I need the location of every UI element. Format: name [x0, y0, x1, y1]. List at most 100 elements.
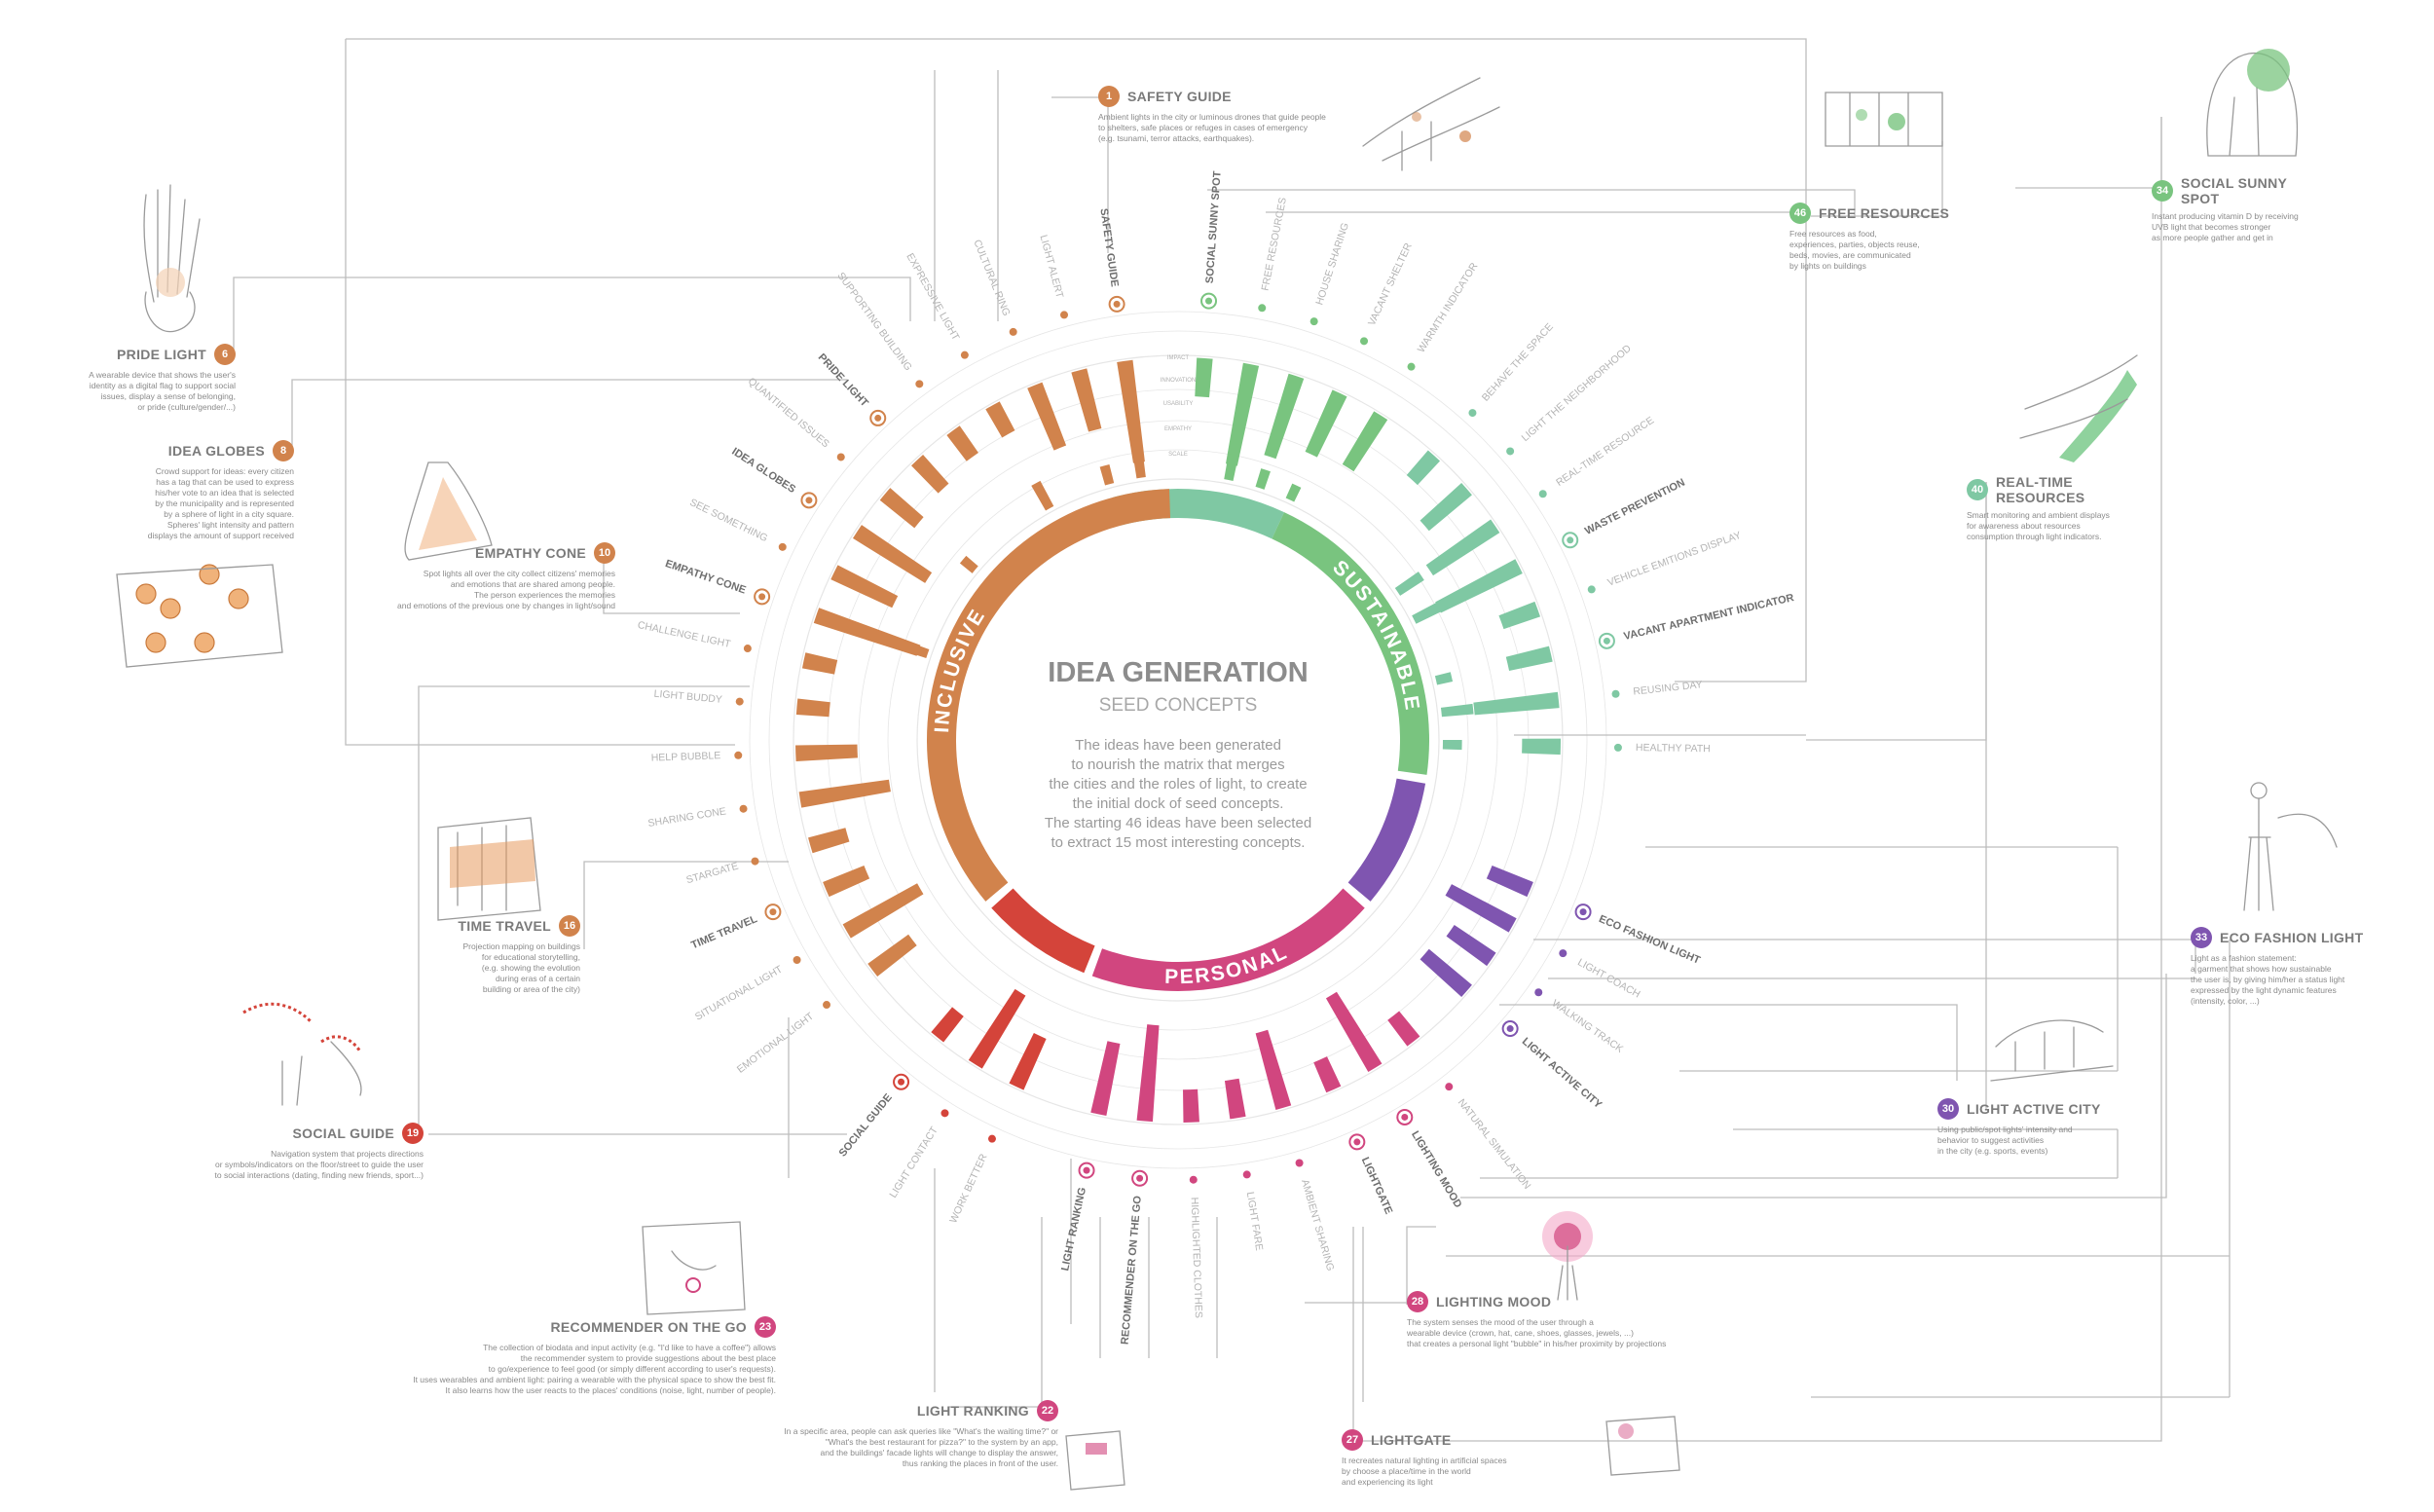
- callout-description-line: or symbols/indicators on the floor/stree…: [214, 1160, 424, 1169]
- lightgate-illustration: [1605, 1416, 1680, 1476]
- score-bar: [1446, 924, 1496, 967]
- social-sunny-spot-dome-illustration: [2206, 52, 2299, 157]
- callout-description-line: Projection mapping on buildings: [462, 941, 581, 951]
- idea-label: LIGHT ALERT: [1037, 234, 1065, 300]
- idea-label: BEHAVE THE SPACE: [1480, 321, 1556, 404]
- idea-label: HELP BUBBLE: [651, 750, 721, 763]
- idea-marker: [987, 1134, 996, 1143]
- idea-marker: [823, 1001, 831, 1010]
- score-bar: [1099, 464, 1115, 486]
- idea-marker-core: [1113, 300, 1121, 308]
- score-bar: [1305, 389, 1347, 458]
- score-bar: [1117, 359, 1145, 463]
- leader-line: [583, 861, 789, 949]
- leader-line: [345, 39, 735, 746]
- score-bar: [1224, 454, 1238, 481]
- guide-ring: [749, 311, 1607, 1169]
- leader-line: [1352, 117, 2162, 1442]
- callout-number-badge: 23: [755, 1316, 776, 1338]
- score-bar: [1425, 519, 1500, 576]
- callout-number-badge: 19: [402, 1123, 424, 1144]
- score-bar: [813, 608, 921, 656]
- leader-lines: [233, 38, 2231, 1442]
- callout-number-badge: 28: [1407, 1291, 1428, 1312]
- idea-label: VEHICLE EMITIONS DISPLAY: [1606, 530, 1743, 589]
- idea-label: AMBIENT SHARING: [1299, 1178, 1336, 1272]
- idea-globe-illustration: [228, 588, 249, 609]
- callout-number-badge: 46: [1789, 203, 1811, 224]
- callout-number-badge: 6: [214, 344, 236, 365]
- callout-description-line: (intensity, color, ...): [2191, 996, 2260, 1006]
- callout-title: PRIDE LIGHT: [117, 347, 206, 362]
- callout-description: The collection of biodata and input acti…: [328, 1343, 776, 1396]
- leader-line: [1499, 1004, 1958, 1081]
- callout-number-badge: 30: [1937, 1098, 1959, 1120]
- score-bar: [1486, 866, 1533, 898]
- idea-label: VACANT SHELTER: [1366, 240, 1415, 327]
- idea-marker: [1506, 447, 1515, 456]
- idea-marker: [1538, 490, 1547, 498]
- ring-criteria-label: INNOVATION: [1161, 378, 1196, 384]
- idea-marker: [1611, 689, 1620, 698]
- leader-line: [2015, 117, 2162, 189]
- score-bar: [985, 401, 1015, 438]
- score-bar: [852, 525, 933, 583]
- callout-description-line: UVB light that becomes stronger: [2152, 222, 2271, 232]
- idea-marker: [734, 751, 743, 759]
- leader-line: [1406, 1226, 1436, 1305]
- score-bar: [1226, 362, 1260, 466]
- callout-description: It recreates natural lighting in artific…: [1342, 1456, 1614, 1488]
- category-arc: [991, 888, 1095, 974]
- callout-description-line: as more people gather and get in: [2152, 233, 2273, 242]
- score-bar: [1195, 357, 1213, 398]
- score-bar: [1434, 672, 1454, 685]
- callout-description-line: that creates a personal light "bubble" i…: [1407, 1339, 1667, 1348]
- idea-marker: [1060, 311, 1069, 319]
- real-time-resources-illustration: [2019, 354, 2138, 439]
- social-guide-path: [242, 1002, 362, 1052]
- score-bar: [795, 698, 830, 718]
- empathy-cone-illustration: [404, 461, 493, 561]
- leader-line: [291, 379, 847, 451]
- callout-description-line: "What's the best restaurant for pizza?" …: [825, 1437, 1058, 1447]
- free-resources-light: [1888, 113, 1905, 130]
- idea-label: LIGHT BUDDY: [653, 688, 722, 706]
- idea-marker: [735, 697, 744, 706]
- idea-marker: [751, 857, 759, 866]
- idea-marker-core: [1506, 1025, 1514, 1033]
- idea-label: HEALTHY PATH: [1636, 742, 1711, 755]
- free-resources-buildings-illustration: [1825, 92, 1943, 147]
- ring-criteria-label: EMPATHY: [1164, 426, 1192, 432]
- idea-label: RECOMMENDER ON THE GO: [1120, 1195, 1144, 1345]
- callout-description-line: displays the amount of support received: [147, 531, 294, 540]
- idea-label: EXPRESSIVE LIGHT: [904, 251, 961, 343]
- callout-header: 6 PRIDE LIGHT: [0, 344, 236, 365]
- callout-description-line: and emotions of the previous one by chan…: [397, 601, 615, 610]
- idea-marker: [1407, 362, 1416, 371]
- score-bar: [808, 828, 850, 854]
- guide-ring: [858, 420, 1498, 1060]
- eco-fashion-figure-illustration: [2243, 797, 2338, 911]
- callout-description-line: for educational storytelling,: [481, 952, 580, 962]
- callout-title: LIGHT ACTIVE CITY: [1967, 1101, 2101, 1117]
- callout-description-line: In a specific area, people can ask queri…: [784, 1426, 1058, 1436]
- idea-label: LIGHT THE NEIGHBORHOOD: [1520, 343, 1635, 444]
- callout-description-line: for awareness about resources: [1967, 521, 2081, 531]
- callout-description-line: during eras of a certain: [496, 974, 580, 983]
- score-bar: [830, 565, 899, 608]
- ring-criteria-label: IMPACT: [1167, 355, 1190, 361]
- idea-label: PRIDE LIGHT: [816, 351, 870, 409]
- idea-label: EMPATHY CONE: [664, 558, 748, 597]
- callout-description-line: It recreates natural lighting in artific…: [1342, 1456, 1507, 1465]
- idea-globe-illustration: [160, 598, 181, 619]
- callout-description-line: to shelters, safe places or refuges in c…: [1098, 123, 1308, 132]
- callout-title: SOCIAL GUIDE: [292, 1125, 394, 1141]
- score-bar: [1387, 1011, 1420, 1047]
